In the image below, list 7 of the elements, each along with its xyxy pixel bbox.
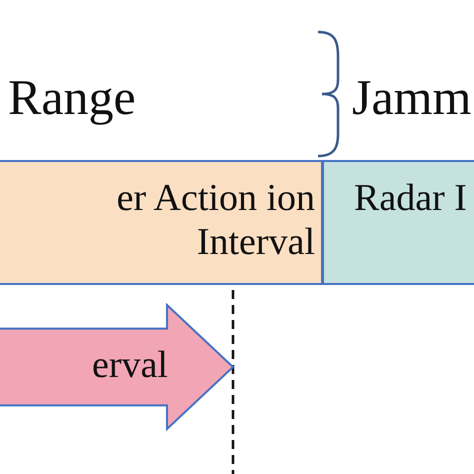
box-text: erval	[91, 343, 168, 387]
box-text: er Action ion Interval	[116, 176, 315, 264]
box-text: Radar I	[354, 176, 468, 220]
block-arrow	[0, 303, 235, 431]
interval-box	[322, 160, 474, 285]
interval-box	[0, 160, 323, 285]
heading-text: Jamm	[352, 72, 472, 122]
